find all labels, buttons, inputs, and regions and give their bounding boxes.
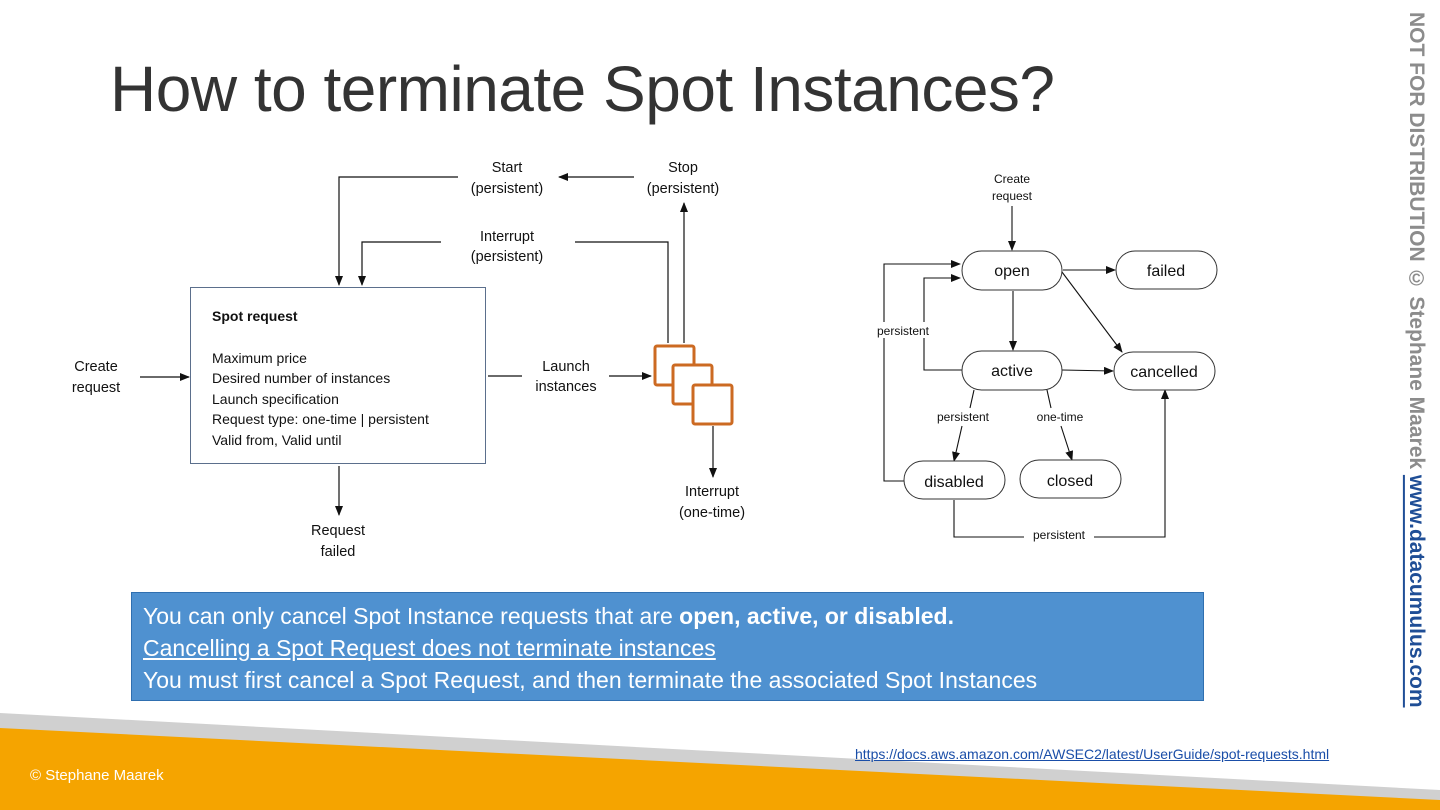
edge-label-one-time: one-time [1037, 410, 1084, 424]
interrupt-persistent-label-l1: Interrupt [480, 229, 534, 245]
arrow-interrupt-to-spot [358, 241, 441, 286]
info-box: You can only cancel Spot Instance reques… [131, 592, 1204, 701]
edge-label-persistent-loop: persistent [877, 324, 930, 338]
arrow-disabled-to-open [883, 260, 961, 482]
start-label-l1: Start [492, 160, 523, 176]
stop-label-l1: Stop [668, 160, 698, 176]
footer-copyright: © Stephane Maarek [30, 767, 164, 784]
state-open [961, 250, 1063, 291]
state-cancelled-label: cancelled [1130, 364, 1198, 381]
side-site-link[interactable]: www.datacumulus.com [1405, 474, 1428, 708]
interrupt-onetime-label-l2: (one-time) [679, 505, 745, 521]
state-closed-label: closed [1047, 473, 1093, 490]
side-notice: NOT FOR DISTRIBUTION © Stephane Maarek [1405, 12, 1428, 475]
info-line-2: Cancelling a Spot Request does not termi… [143, 635, 716, 661]
spot-request-box: Spot request Maximum price Desired numbe… [190, 287, 486, 464]
right-create-request-l1: Create [994, 172, 1030, 186]
state-closed [1019, 459, 1122, 499]
interrupt-onetime-label-l1: Interrupt [685, 484, 739, 500]
launch-instances-label-l1: Launch [542, 359, 590, 375]
edge-label-persistent-bottom: persistent [1033, 528, 1086, 542]
start-label-l2: (persistent) [471, 181, 544, 197]
spot-request-line: Launch specification [212, 390, 339, 407]
state-disabled [903, 460, 1006, 500]
arrow-onetime-to-closed [1060, 425, 1074, 461]
launch-instances-label-l2: instances [535, 379, 596, 395]
info-line-1-bold: open, active, or disabled. [679, 603, 954, 629]
state-open-label: open [994, 263, 1030, 280]
arrow-open-to-cancelled [1061, 271, 1123, 353]
spot-request-heading: Spot request [212, 308, 298, 324]
state-disabled-label: disabled [924, 474, 984, 491]
state-failed-label: failed [1147, 263, 1185, 280]
info-line-1-text: You can only cancel Spot Instance reques… [143, 603, 680, 629]
create-request-label-l2: request [72, 380, 120, 396]
right-create-request-l2: request [992, 189, 1033, 203]
info-line-1: You can only cancel Spot Instance reques… [143, 600, 1203, 632]
spot-request-line: Desired number of instances [212, 370, 391, 386]
instances-icon [653, 344, 734, 426]
request-failed-label-l2: failed [321, 544, 356, 560]
spot-request-line: Maximum price [212, 349, 307, 366]
docs-link[interactable]: https://docs.aws.amazon.com/AWSEC2/lates… [855, 746, 1330, 762]
arrow-start-to-spot [335, 176, 458, 286]
line-disabled-to-persistent [953, 500, 1024, 538]
arrow-persistent-to-cancelled [1094, 389, 1169, 538]
request-failed-label-l1: Request [311, 523, 365, 539]
info-line-3: You must first cancel a Spot Request, an… [143, 667, 1038, 693]
state-active-label: active [991, 363, 1033, 380]
spot-request-line: Valid from, Valid until [212, 431, 342, 448]
side-watermark: NOT FOR DISTRIBUTION © Stephane Maarek w… [1404, 12, 1428, 708]
arrow-active-to-cancelled [1061, 366, 1114, 375]
line-active-to-onetime [1046, 389, 1052, 409]
state-failed [1115, 250, 1218, 290]
create-request-label-l1: Create [74, 359, 118, 375]
spot-request-line: Request type: one-time | persistent [212, 411, 429, 427]
arrow-persistent-to-disabled [952, 425, 963, 462]
line-instances-to-interrupt [575, 241, 669, 343]
interrupt-persistent-label-l2: (persistent) [471, 249, 544, 265]
state-cancelled [1113, 351, 1216, 391]
stop-label-l2: (persistent) [647, 181, 720, 197]
line-active-to-persistent [969, 389, 975, 409]
page-title: How to terminate Spot Instances? [110, 53, 1055, 125]
edge-label-persistent-down: persistent [937, 410, 990, 424]
state-active [961, 350, 1063, 391]
left-diagram [140, 173, 717, 516]
